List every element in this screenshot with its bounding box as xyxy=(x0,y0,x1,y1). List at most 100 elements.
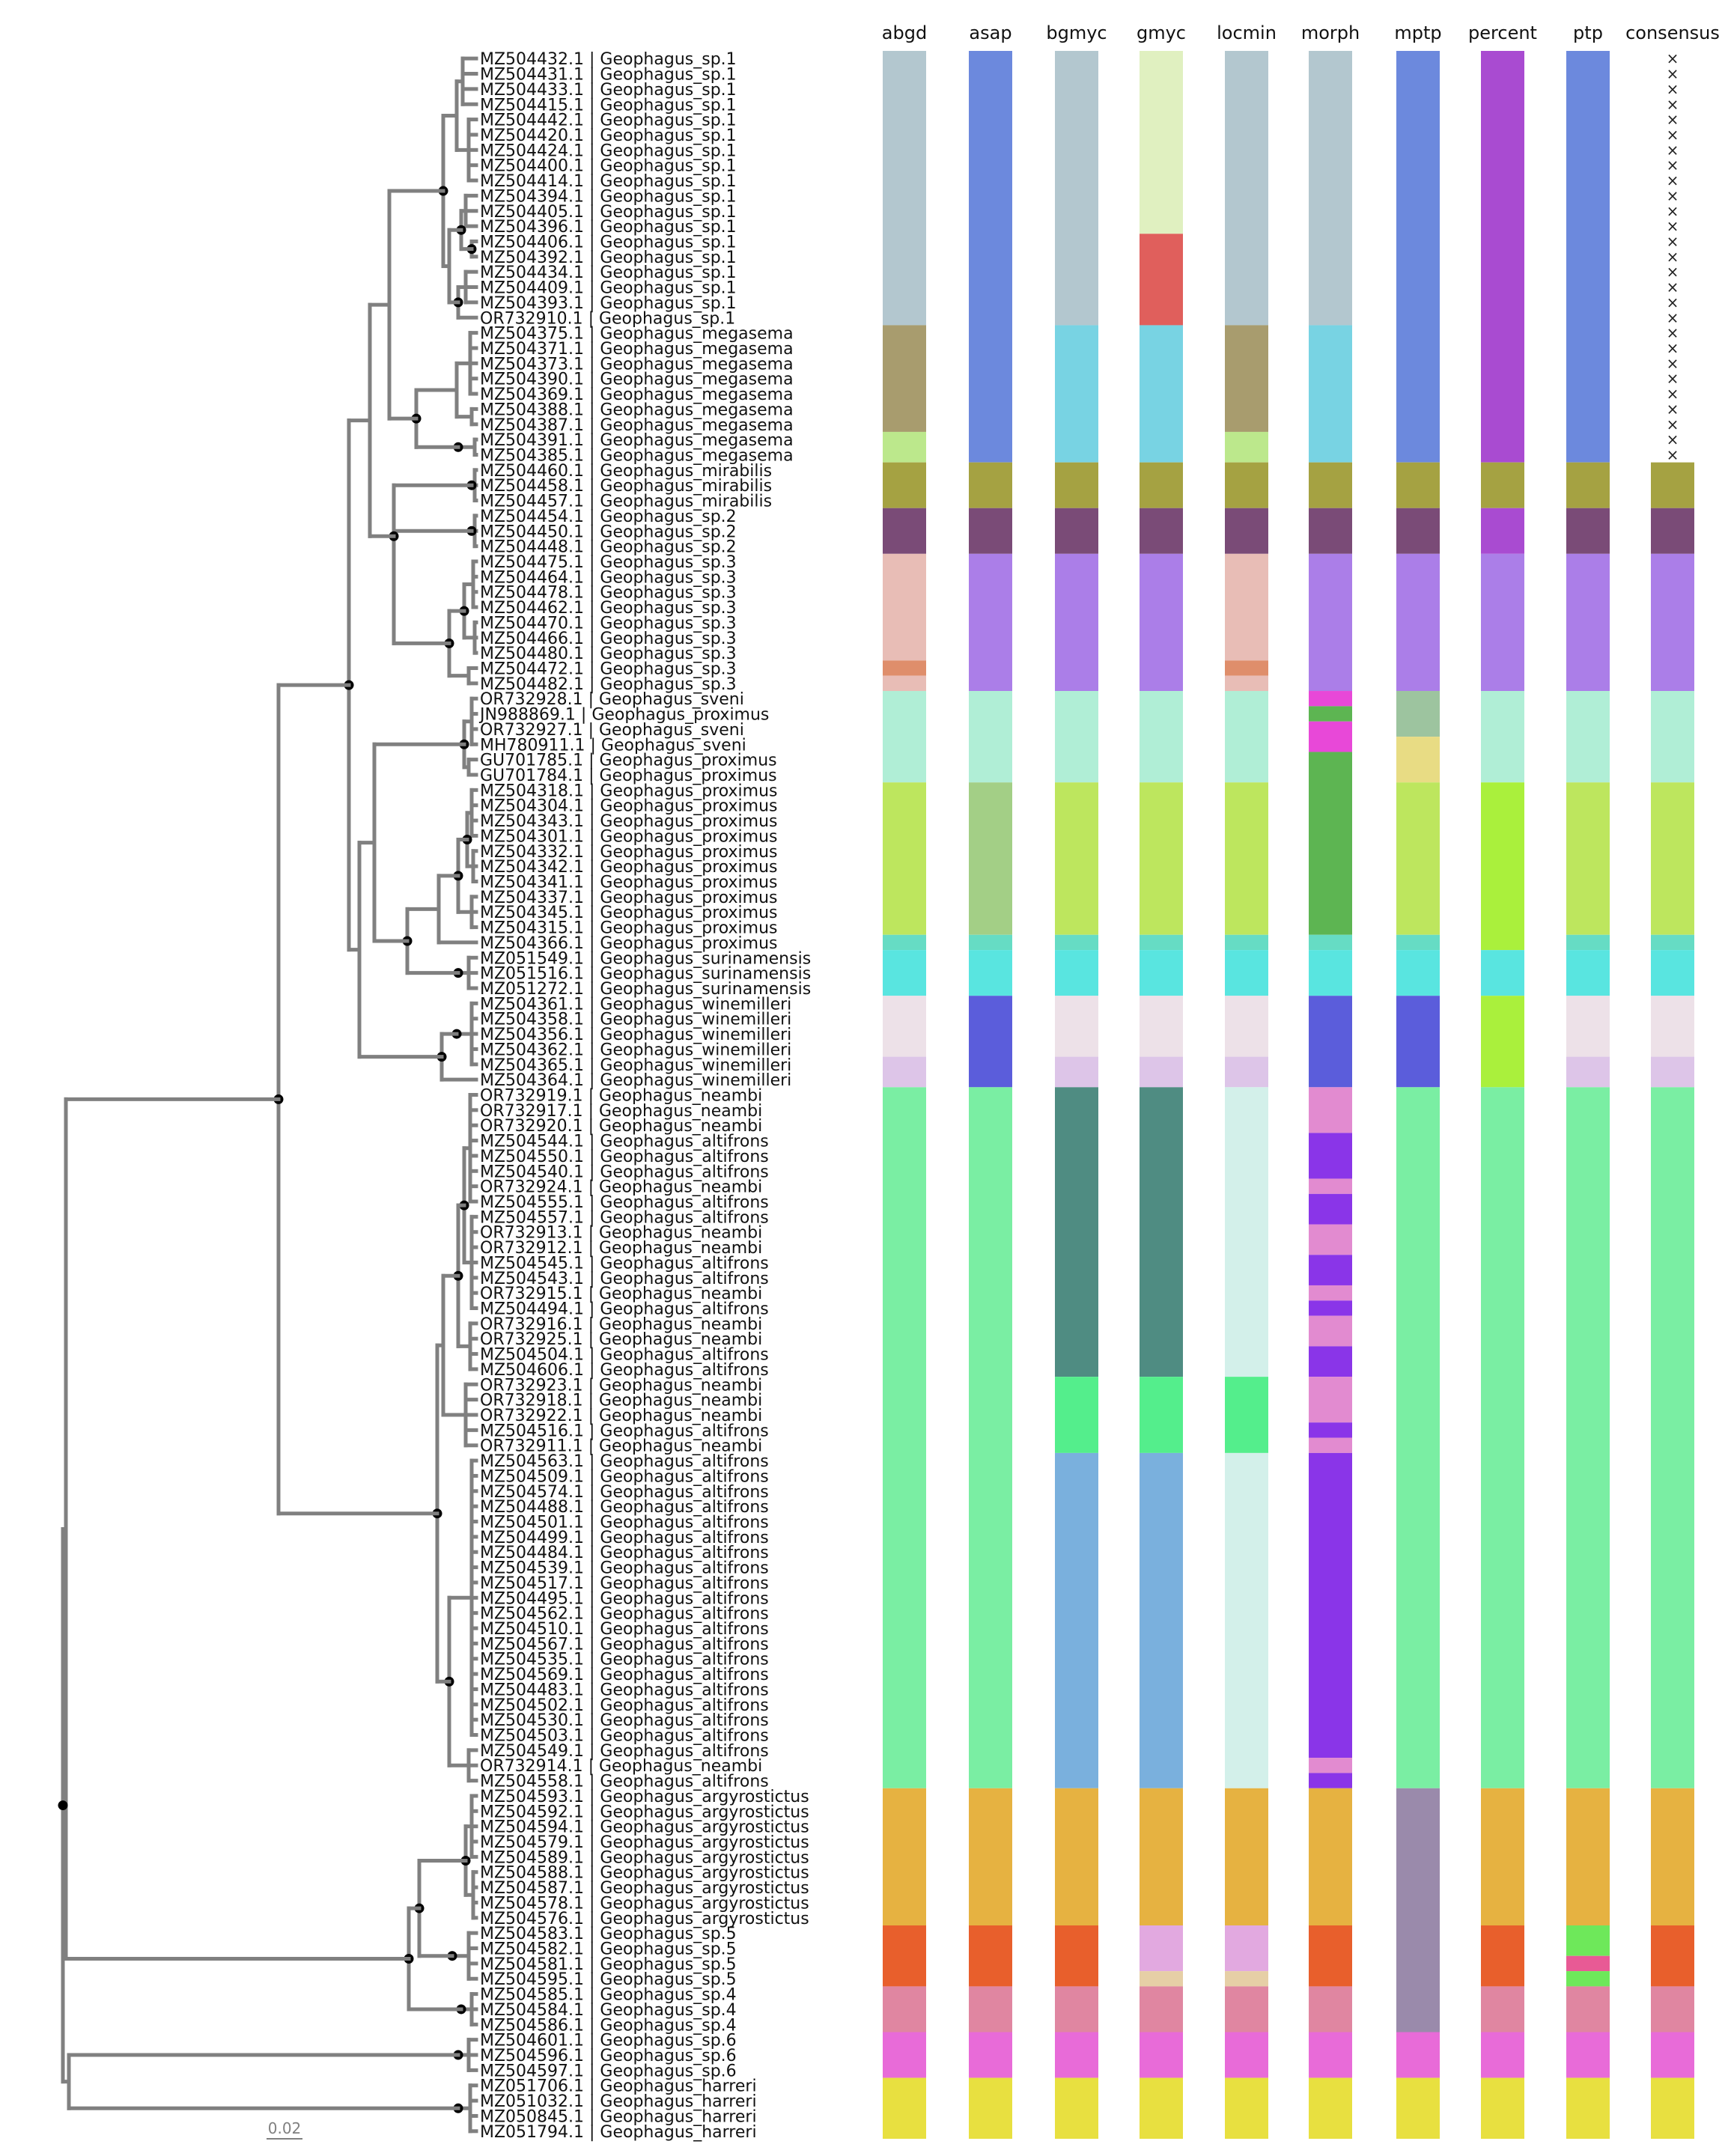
consensus-marker: × xyxy=(1667,278,1679,296)
delimitation-cell xyxy=(969,1925,1012,1987)
delimitation-cell xyxy=(1309,950,1352,996)
delimitation-cell xyxy=(1225,508,1268,554)
delimitation-cell xyxy=(1309,706,1352,722)
delimitation-cell xyxy=(883,325,926,432)
delimitation-cell xyxy=(1566,934,1610,951)
delimitation-cell xyxy=(1140,553,1183,692)
delimitation-cell xyxy=(1055,934,1098,951)
delimitation-cell xyxy=(1140,1971,1183,1987)
tip-label: MZ504579.1 | Geophagus_argyrostictus xyxy=(480,1833,809,1852)
delimitation-cell xyxy=(1309,1377,1352,1423)
delimitation-cell xyxy=(969,1788,1012,1925)
tip-label: MZ504597.1 | Geophagus_sp.6 xyxy=(480,2062,737,2080)
delimitation-cell xyxy=(883,508,926,554)
delimitation-cell xyxy=(1140,325,1183,463)
delimitation-cell xyxy=(969,1087,1012,1788)
delimitation-cell xyxy=(1566,950,1610,996)
column-header: bgmyc xyxy=(1046,22,1107,43)
delimitation-cell xyxy=(883,462,926,508)
tip-label: MZ504574.1 | Geophagus_altifrons xyxy=(480,1483,769,1502)
delimitation-cell xyxy=(1396,1087,1440,1788)
delimitation-cell xyxy=(969,996,1012,1088)
delimitation-cell xyxy=(1481,462,1524,508)
delimitation-cell xyxy=(1481,2032,1524,2078)
delimitation-cell xyxy=(1225,691,1268,783)
tip-label: MZ504301.1 | Geophagus_proximus xyxy=(480,827,778,846)
delimitation-cell xyxy=(1309,2077,1352,2139)
tip-label: MZ504587.1 | Geophagus_argyrostictus xyxy=(480,1879,809,1898)
delimitation-cell xyxy=(969,2077,1012,2139)
delimitation-cell xyxy=(1396,934,1440,951)
delimitation-cell xyxy=(1055,325,1098,463)
delimitation-cell xyxy=(969,782,1012,935)
delimitation-cell xyxy=(1140,51,1183,234)
delimitation-cell xyxy=(1225,996,1268,1057)
delimitation-cell xyxy=(1309,51,1352,326)
tip-label: OR732918.1 | Geophagus_neambi xyxy=(480,1392,762,1410)
tip-label: MZ504415.1 | Geophagus_sp.1 xyxy=(480,96,737,115)
delimitation-cell xyxy=(1055,51,1098,326)
delimitation-cell xyxy=(1225,675,1268,692)
delimitation-cell xyxy=(1566,996,1610,1057)
tip-label: MZ504555.1 | Geophagus_altifrons xyxy=(480,1193,769,1212)
delimitation-cell xyxy=(1225,1452,1268,1788)
tip-label: MZ504332.1 | Geophagus_proximus xyxy=(480,843,778,862)
delimitation-cell xyxy=(1225,934,1268,951)
delimitation-cell xyxy=(1309,1224,1352,1255)
tip-label: MZ504516.1 | Geophagus_altifrons xyxy=(480,1422,769,1440)
delimitation-cell xyxy=(1055,462,1098,508)
tip-label: MZ504343.1 | Geophagus_proximus xyxy=(480,812,778,831)
tip-label: MZ504494.1 | Geophagus_altifrons xyxy=(480,1300,769,1319)
tip-label: MZ051794.1 | Geophagus_harreri xyxy=(480,2123,757,2142)
consensus-marker: × xyxy=(1667,232,1679,250)
tip-label: OR732912.1 | Geophagus_neambi xyxy=(480,1239,762,1258)
tip-label: OR732913.1 | Geophagus_neambi xyxy=(480,1224,762,1243)
delimitation-cell xyxy=(1566,1087,1610,1788)
delimitation-cell xyxy=(969,51,1012,463)
tip-label: MZ504592.1 | Geophagus_argyrostictus xyxy=(480,1803,809,1821)
delimitation-cell xyxy=(1309,691,1352,707)
tip-label: MZ504361.1 | Geophagus_winemilleri xyxy=(480,995,791,1014)
delimitation-cell xyxy=(1651,782,1694,935)
delimitation-cell xyxy=(1566,1986,1610,2032)
column-header: gmyc xyxy=(1137,22,1186,43)
tip-label: MZ504356.1 | Geophagus_winemilleri xyxy=(480,1026,791,1044)
tip-label: MZ504578.1 | Geophagus_argyrostictus xyxy=(480,1894,809,1913)
tip-label: MZ504509.1 | Geophagus_altifrons xyxy=(480,1467,769,1486)
tip-label: MZ504550.1 | Geophagus_altifrons xyxy=(480,1148,769,1166)
consensus-marker: × xyxy=(1667,400,1679,418)
tip-label: MZ504530.1 | Geophagus_altifrons xyxy=(480,1711,769,1730)
delimitation-cell xyxy=(1140,462,1183,508)
tip-label: MZ504448.1 | Geophagus_sp.2 xyxy=(480,538,737,557)
delimitation-cell xyxy=(1566,1788,1610,1925)
delimitation-cell xyxy=(1651,553,1694,692)
column-header: locmin xyxy=(1217,22,1277,43)
delimitation-cell xyxy=(1651,1056,1694,1088)
delimitation-cell xyxy=(1566,1056,1610,1088)
column-header: mptp xyxy=(1394,22,1441,43)
tip-label: MZ504503.1 | Geophagus_altifrons xyxy=(480,1727,769,1746)
consensus-marker: × xyxy=(1667,49,1679,67)
consensus-marker: × xyxy=(1667,445,1679,463)
delimitation-cell xyxy=(1225,1087,1268,1377)
delimitation-cell xyxy=(1481,950,1524,996)
delimitation-cell xyxy=(1055,2077,1098,2139)
tip-label: MZ504483.1 | Geophagus_altifrons xyxy=(480,1681,769,1699)
delimitation-cell xyxy=(1309,2032,1352,2078)
tip-label: MZ504539.1 | Geophagus_altifrons xyxy=(480,1559,769,1578)
delimitation-cell xyxy=(1140,234,1183,326)
consensus-marker: × xyxy=(1667,415,1679,433)
consensus-marker: × xyxy=(1667,126,1679,144)
tip-label: MZ504576.1 | Geophagus_argyrostictus xyxy=(480,1910,809,1928)
tip-label: MZ504567.1 | Geophagus_altifrons xyxy=(480,1635,769,1654)
delimitation-cell xyxy=(1055,1087,1098,1377)
delimitation-cell xyxy=(969,1986,1012,2032)
delimitation-cell xyxy=(1309,1986,1352,2032)
tip-label: MZ504409.1 | Geophagus_sp.1 xyxy=(480,279,737,298)
tip-label: MZ504470.1 | Geophagus_sp.3 xyxy=(480,614,737,633)
delimitation-cell xyxy=(1309,1193,1352,1225)
tip-label: MZ504337.1 | Geophagus_proximus xyxy=(480,889,778,907)
delimitation-cell xyxy=(1566,1925,1610,1956)
delimitation-cell xyxy=(1055,2032,1098,2078)
delimitation-cell xyxy=(1651,950,1694,996)
